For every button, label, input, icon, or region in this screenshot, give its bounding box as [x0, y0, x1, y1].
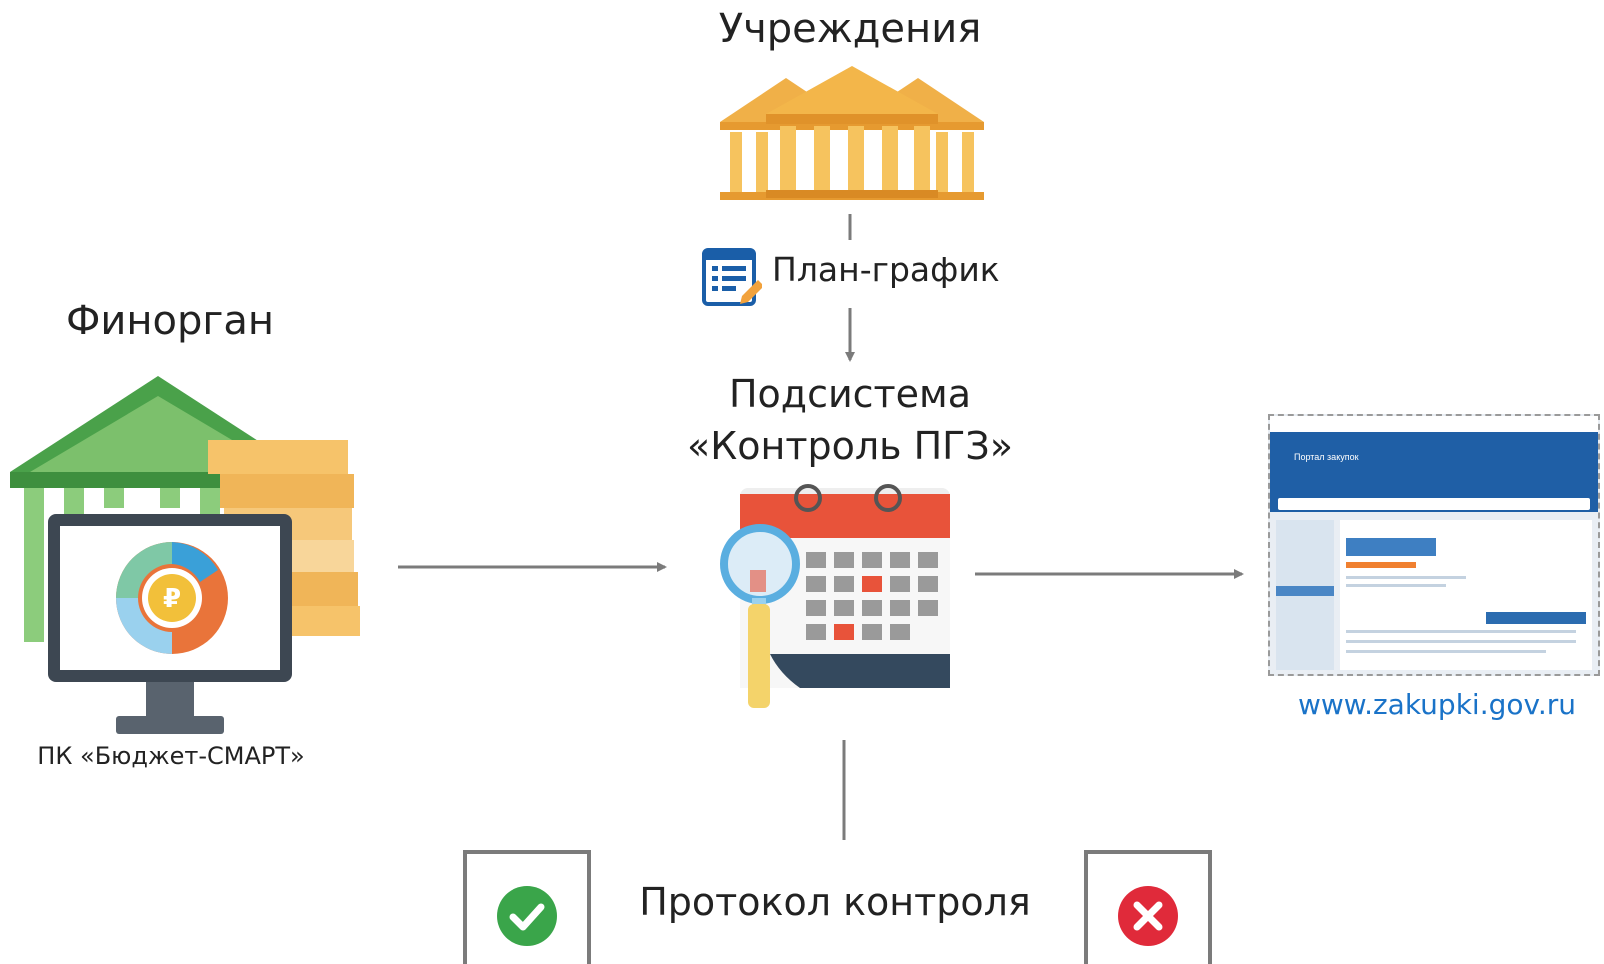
- plan-schedule-label: План-график: [772, 250, 1000, 289]
- institutions-label: Учреждения: [718, 6, 982, 52]
- portal-news-block: [1346, 538, 1436, 556]
- portal-topbar: [1270, 416, 1598, 432]
- portal-text-line: [1346, 630, 1576, 633]
- portal-text-line: [1346, 576, 1466, 579]
- subsystem-label: Подсистема «Контроль ПГЗ»: [687, 372, 1013, 468]
- finorgan-label: Финорган: [65, 298, 275, 344]
- document-list-icon: [702, 248, 762, 306]
- website-url[interactable]: www.zakupki.gov.ru: [1297, 688, 1577, 721]
- control-failed-box: [1084, 850, 1212, 964]
- portal-text-line: [1346, 650, 1546, 653]
- website-screenshot: Портал закупок: [1268, 414, 1600, 676]
- software-label: ПК «Бюджет-СМАРТ»: [37, 742, 305, 770]
- calendar-magnifier-icon: [720, 484, 950, 708]
- protocol-label: Протокол контроля: [639, 880, 1031, 924]
- svg-text:₽: ₽: [163, 584, 181, 614]
- control-passed-box: [463, 850, 591, 964]
- portal-text-line: [1346, 640, 1576, 643]
- portal-title: Портал закупок: [1294, 452, 1359, 462]
- check-icon: [497, 886, 557, 946]
- portal-text-line: [1346, 584, 1446, 587]
- portal-sidebar-header: [1276, 586, 1334, 596]
- institution-building-icon: [720, 66, 984, 200]
- portal-highlight: [1346, 562, 1416, 568]
- portal-search-bar: [1278, 498, 1590, 510]
- cross-icon: [1118, 886, 1178, 946]
- portal-button: [1486, 612, 1586, 624]
- monitor-gear-ruble-icon: ₽: [48, 514, 292, 734]
